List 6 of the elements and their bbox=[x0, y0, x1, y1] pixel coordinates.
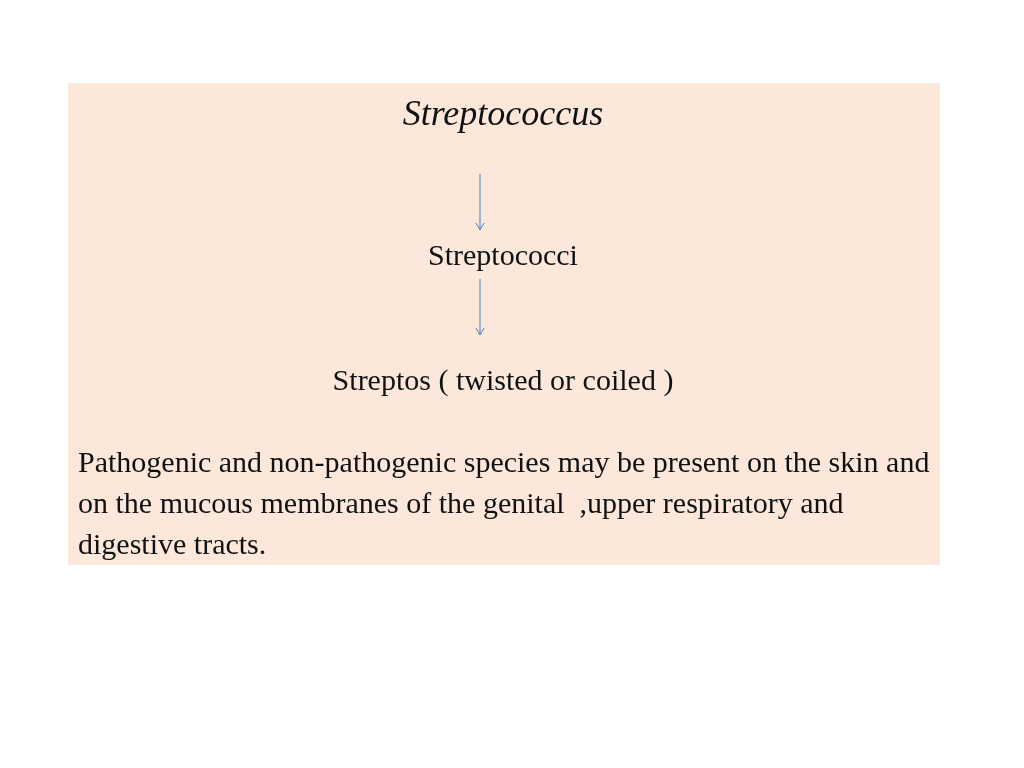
description-paragraph: Pathogenic and non-pathogenic species may be present on the skin and on the mucous membranes of the genital ,upper respiratory and digestive tracts. bbox=[78, 444, 931, 562]
node-label: Streptos ( twisted or coiled ) bbox=[332, 363, 674, 397]
node-label: Streptococcus bbox=[402, 92, 604, 134]
arrow bbox=[475, 278, 485, 336]
node-label: Streptococci bbox=[428, 237, 578, 272]
arrow bbox=[475, 173, 485, 231]
